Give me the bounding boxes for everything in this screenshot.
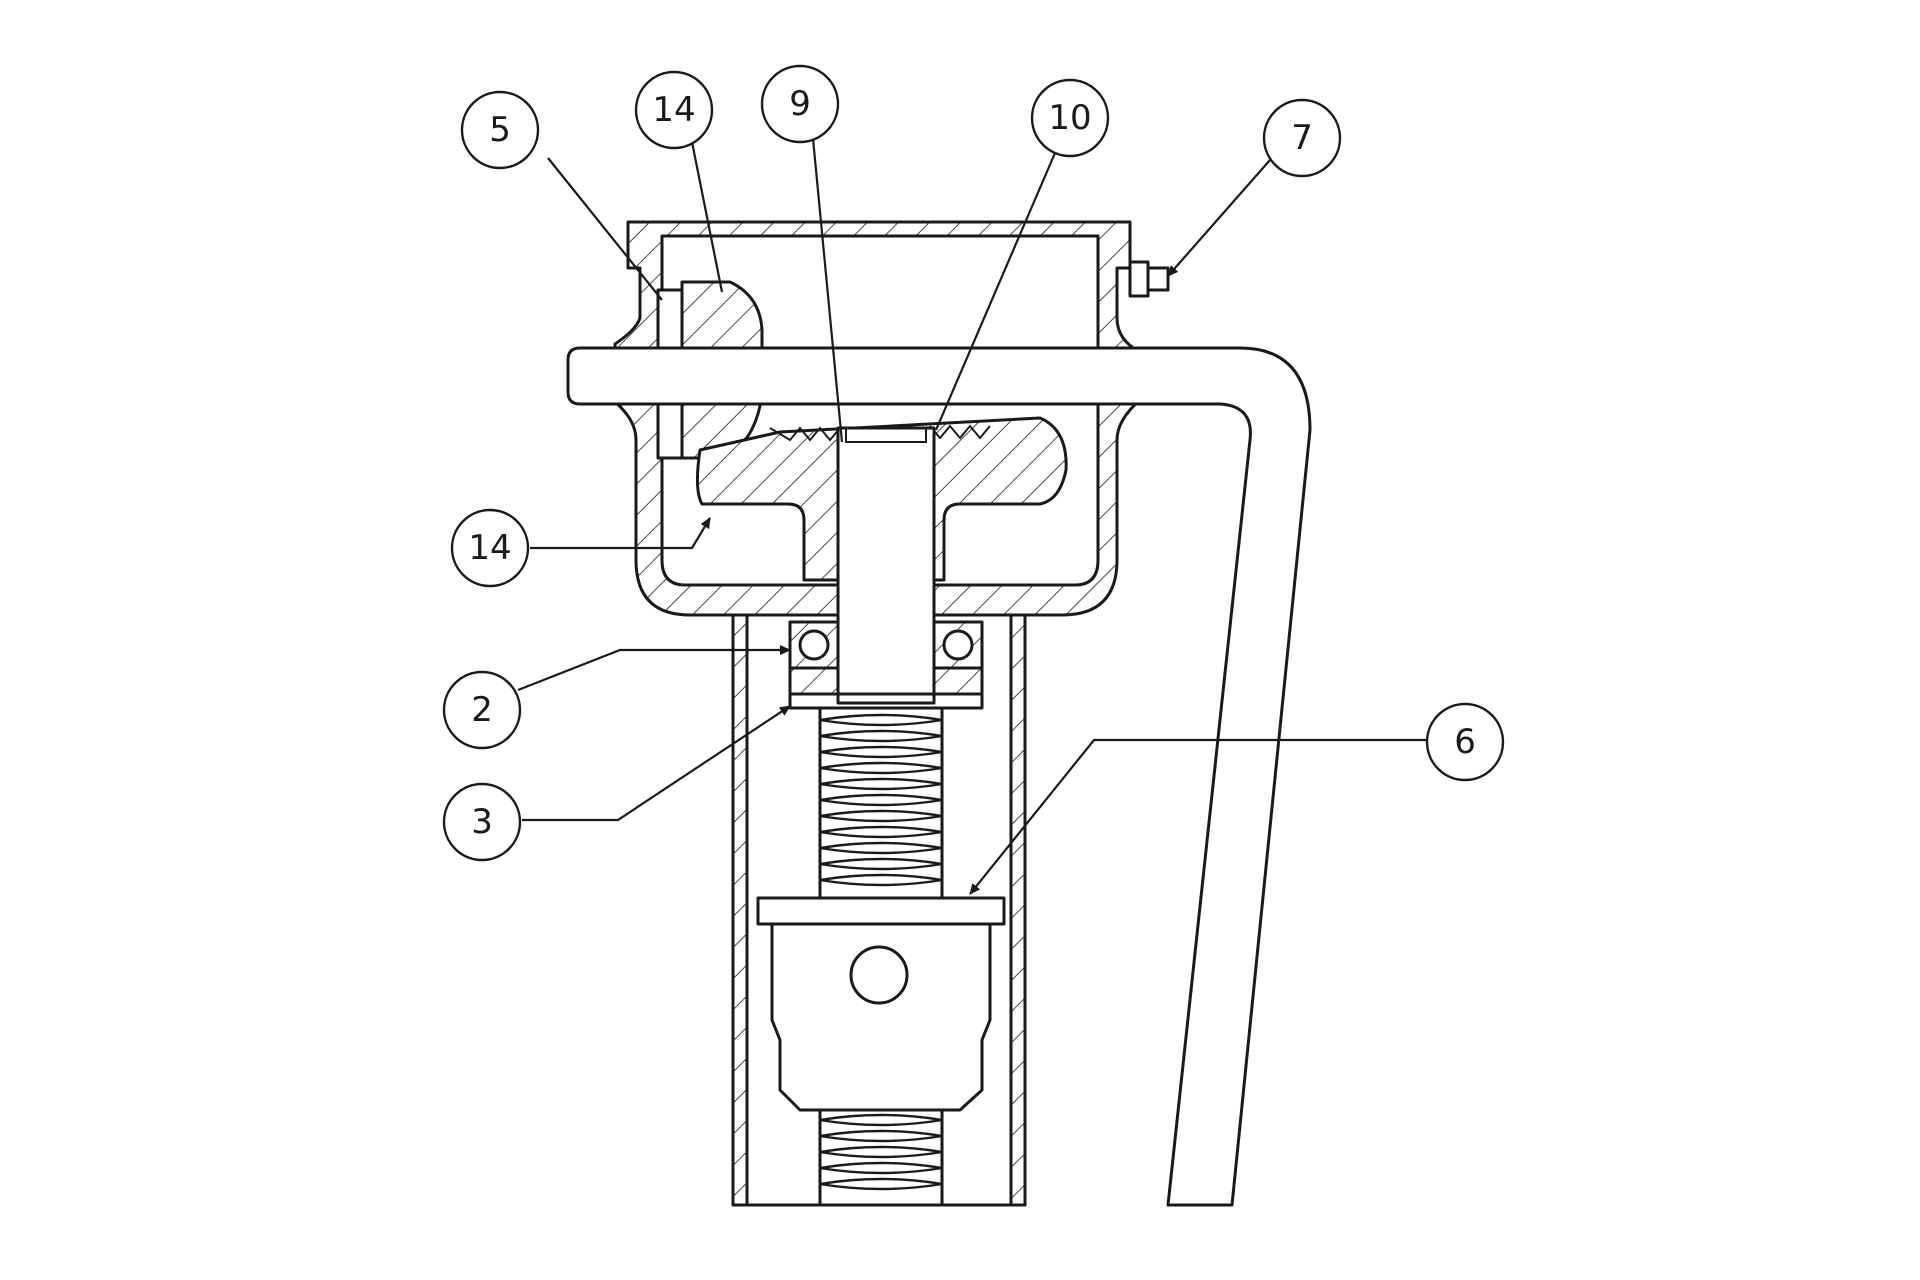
thread-coil <box>819 777 943 791</box>
callout-5: 5 <box>460 90 540 170</box>
callout-7: 7 <box>1262 98 1342 178</box>
thread-coil <box>819 825 943 839</box>
svg-text:2: 2 <box>471 690 493 730</box>
thread-coil <box>819 745 943 759</box>
svg-text:14: 14 <box>652 90 695 130</box>
callout-3: 3 <box>442 782 522 862</box>
lead-screw-lower <box>818 1108 944 1207</box>
thread-coil <box>819 1113 943 1127</box>
svg-text:7: 7 <box>1291 118 1313 158</box>
svg-text:9: 9 <box>789 84 811 124</box>
thread-coil <box>819 761 943 775</box>
svg-text:10: 10 <box>1048 98 1091 138</box>
thread-coil <box>819 873 943 887</box>
thread-coil <box>819 841 943 855</box>
callout-9: 9 <box>760 64 840 144</box>
thread-coil <box>819 857 943 871</box>
svg-text:14: 14 <box>468 528 511 568</box>
grease-fitting <box>1128 260 1170 298</box>
callout-10: 10 <box>1030 78 1110 158</box>
thread-coil <box>819 809 943 823</box>
callout-14-top: 14 <box>634 70 714 150</box>
thread-coil <box>819 1177 943 1191</box>
callout-2: 2 <box>442 670 522 750</box>
svg-text:6: 6 <box>1454 722 1476 762</box>
thread-coil <box>819 1129 943 1143</box>
lead-screw-upper <box>818 706 944 900</box>
thread-coil <box>819 729 943 743</box>
svg-text:3: 3 <box>471 802 493 842</box>
screw-nut <box>756 896 1006 1112</box>
thread-coil <box>819 713 943 727</box>
leader-lines <box>517 127 1430 895</box>
spindle <box>836 426 936 705</box>
crank-handle <box>566 346 1312 1207</box>
callout-6: 6 <box>1425 702 1505 782</box>
thread-coil <box>819 793 943 807</box>
callout-14-left: 14 <box>450 508 530 588</box>
svg-text:5: 5 <box>489 110 511 150</box>
thread-coil <box>819 1145 943 1159</box>
thread-coil <box>819 1161 943 1175</box>
